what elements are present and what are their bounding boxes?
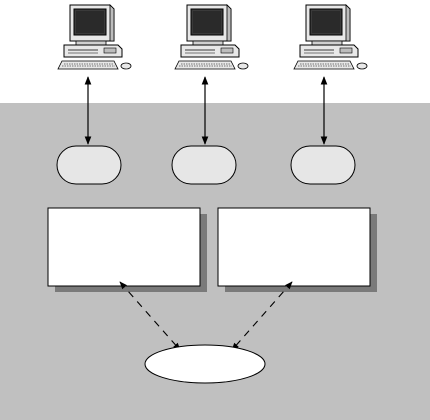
dashed-connector-box-2-ellipse bbox=[231, 281, 293, 351]
dashed-connector-box-1-ellipse bbox=[119, 281, 181, 351]
node-1 bbox=[56, 145, 122, 185]
computer-3-icon bbox=[293, 4, 368, 70]
node-2 bbox=[171, 145, 237, 185]
box-1 bbox=[47, 207, 201, 287]
storage-ellipse bbox=[144, 344, 266, 384]
computer-1-icon bbox=[57, 4, 132, 70]
box-2 bbox=[217, 207, 371, 287]
computer-2-icon bbox=[174, 4, 249, 70]
node-3 bbox=[290, 145, 356, 185]
